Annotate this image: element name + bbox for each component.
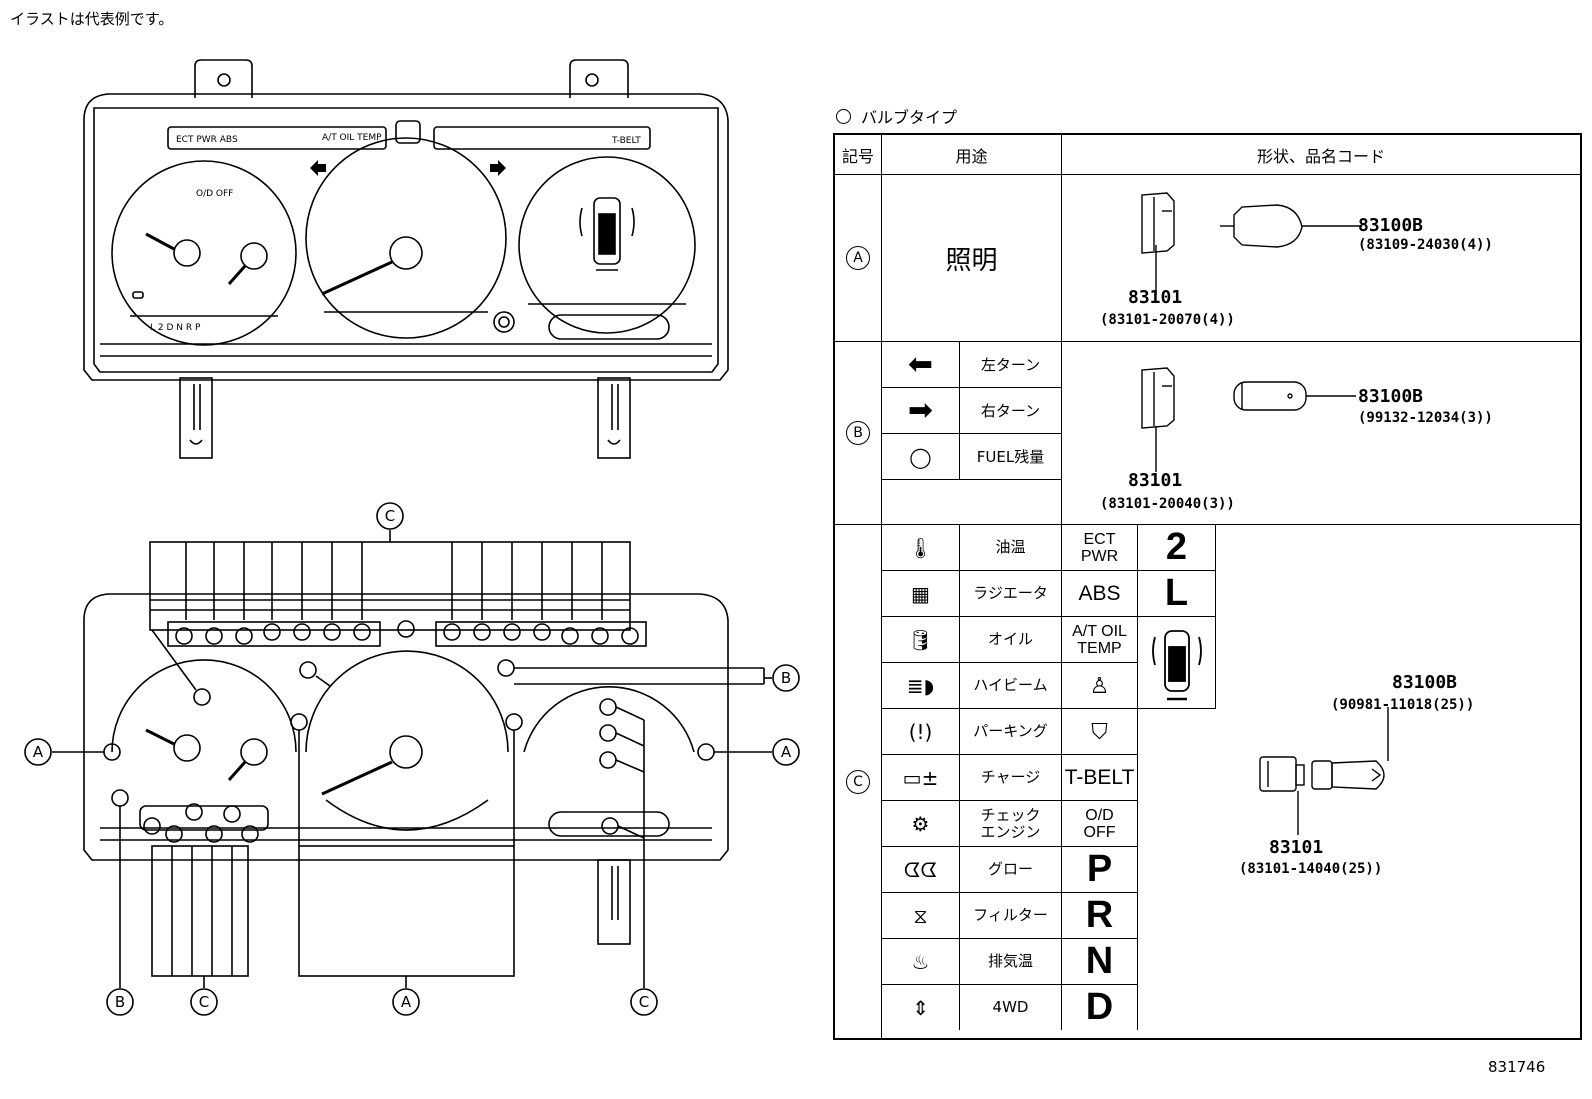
callout-a-left: A (33, 743, 44, 761)
filter-icon: ⧖ (882, 893, 960, 939)
cluster-bulb-location-view (52, 530, 772, 988)
row-c-abbr: T-BELT (1062, 755, 1138, 801)
od-off-text: O/D OFF (196, 189, 233, 199)
strip-belt-text: T-BELT (611, 136, 641, 146)
high-beam-icon: ≣◗ (882, 663, 960, 709)
row-b-use-right-turn: 右ターン (960, 388, 1062, 434)
header-symbol: 記号 (835, 135, 882, 175)
awd-vehicle-indicator (1138, 617, 1216, 709)
row-c-abbr: O/D OFF (1062, 801, 1138, 847)
charge-icon: ▭± (882, 755, 960, 801)
row-c-socket-code: (83101-14040(25)) (1239, 861, 1383, 877)
vehicle-top-icon (1151, 629, 1202, 700)
row-c-use: ラジエータ (960, 571, 1062, 617)
row-b-use-fuel: FUEL残量 (960, 434, 1062, 480)
row-b-bulb-no: 83100B (1358, 386, 1424, 407)
row-b-shape: 83100B (99132-12034(3)) 83101 (83101-200… (1062, 342, 1580, 525)
row-a-symbol: A (835, 175, 882, 342)
bulb-type-circle-icon (836, 108, 851, 124)
row-a-use: 照明 (882, 175, 1062, 342)
left-turn-arrow-icon: ⬅ (882, 342, 960, 388)
bulb-socket-b-drawing (1141, 367, 1356, 472)
callout-b-bottom: B (115, 993, 125, 1011)
callout-c-bottom: C (199, 993, 209, 1011)
row-a-shape: 83100B (83109-24030(4)) 83101 (83101-200… (1062, 175, 1580, 342)
row-c-abbr: N (1062, 939, 1138, 985)
radiator-icon: ▦ (882, 571, 960, 617)
bulb-socket-c-drawing (1259, 707, 1389, 835)
row-c-use: 油温 (960, 525, 1062, 571)
header-shape: 形状、品名コード (1062, 135, 1580, 175)
bulb-parts-table: 記号 用途 形状、品名コード A 照明 83100B (83109-24030(… (833, 133, 1582, 1040)
fuel-level-icon: ◯ (882, 434, 960, 480)
gear-2-box: 2 (1138, 525, 1216, 571)
gear-label-strip: L 2 D N R P (150, 323, 201, 333)
right-turn-arrow-icon: ➡ (882, 388, 960, 434)
callout-a-right: A (781, 743, 792, 761)
row-c-use: フィルター (960, 893, 1062, 939)
gear-l-box: L (1138, 571, 1216, 617)
cluster-top-view (83, 59, 729, 459)
illustration-note: イラストは代表例です。 (10, 10, 174, 28)
bulb-type-label: バルブタイプ (861, 108, 958, 127)
exhaust-temp-icon: ♨ (882, 939, 960, 985)
row-c-abbr: A/T OIL TEMP (1062, 617, 1138, 663)
row-c-use: パーキング (960, 709, 1062, 755)
row-b-symbol: B (835, 342, 882, 525)
row-c-symbol: C (835, 525, 882, 1038)
callout-c-bottom-right: C (639, 993, 649, 1011)
row-c-use: チャージ (960, 755, 1062, 801)
row-c-bulb-code: (90981-11018(25)) (1331, 697, 1475, 713)
oil-temp-icon: 🌡 (882, 525, 960, 571)
callout-a-bottom: A (401, 993, 412, 1011)
row-b-socket-code: (83101-20040(3)) (1100, 496, 1235, 512)
row-c-use: オイル (960, 617, 1062, 663)
check-engine-icon: ⚙ (882, 801, 960, 847)
bulb-socket-a-drawing (1141, 192, 1362, 295)
row-a-bulb-no: 83100B (1358, 215, 1424, 236)
row-c-abbr: D (1062, 985, 1138, 1030)
strip-left-text: ECT PWR ABS (176, 135, 238, 145)
row-c-socket-no: 83101 (1269, 837, 1324, 858)
row-c-use: 4WD (960, 985, 1062, 1030)
door-ajar-icon: ⛉ (1062, 709, 1138, 755)
oil-pressure-icon: 🛢 (882, 617, 960, 663)
row-c-use: ハイビーム (960, 663, 1062, 709)
header-use: 用途 (882, 135, 1062, 175)
row-a-socket-no: 83101 (1128, 287, 1183, 308)
row-c-abbr: P (1062, 847, 1138, 893)
row-c-bulb-no: 83100B (1392, 672, 1458, 693)
cluster-diagrams: C A A B B C A C L 2 D N R P ECT PWR ABS … (24, 59, 800, 1016)
parking-brake-icon: (!) (882, 709, 960, 755)
row-b-socket-no: 83101 (1128, 470, 1183, 491)
row-c-abbr: R (1062, 893, 1138, 939)
row-c-use: グロー (960, 847, 1062, 893)
callout-c-top: C (385, 507, 395, 525)
catalog-number: 831746 (1488, 1058, 1546, 1076)
row-c-abbr: ABS (1062, 571, 1138, 617)
row-b-use-left-turn: 左ターン (960, 342, 1062, 388)
awd-icon: ⇕ (882, 985, 960, 1030)
seatbelt-icon: ♙ (1062, 663, 1138, 709)
row-a-bulb-code: (83109-24030(4)) (1358, 237, 1493, 253)
bulb-type-header: バルブタイプ (836, 104, 957, 128)
row-c-use: チェック エンジン (960, 801, 1062, 847)
row-c-abbr: ECT PWR (1062, 525, 1138, 571)
row-b-blank (882, 480, 1062, 525)
row-c-use: 排気温 (960, 939, 1062, 985)
row-b-bulb-code: (99132-12034(3)) (1358, 410, 1493, 426)
callout-b-right: B (781, 669, 791, 687)
row-a-socket-code: (83101-20070(4)) (1100, 312, 1235, 328)
glow-icon: ᗧᗧ (882, 847, 960, 893)
strip-at-oil-text: A/T OIL TEMP (322, 133, 382, 143)
